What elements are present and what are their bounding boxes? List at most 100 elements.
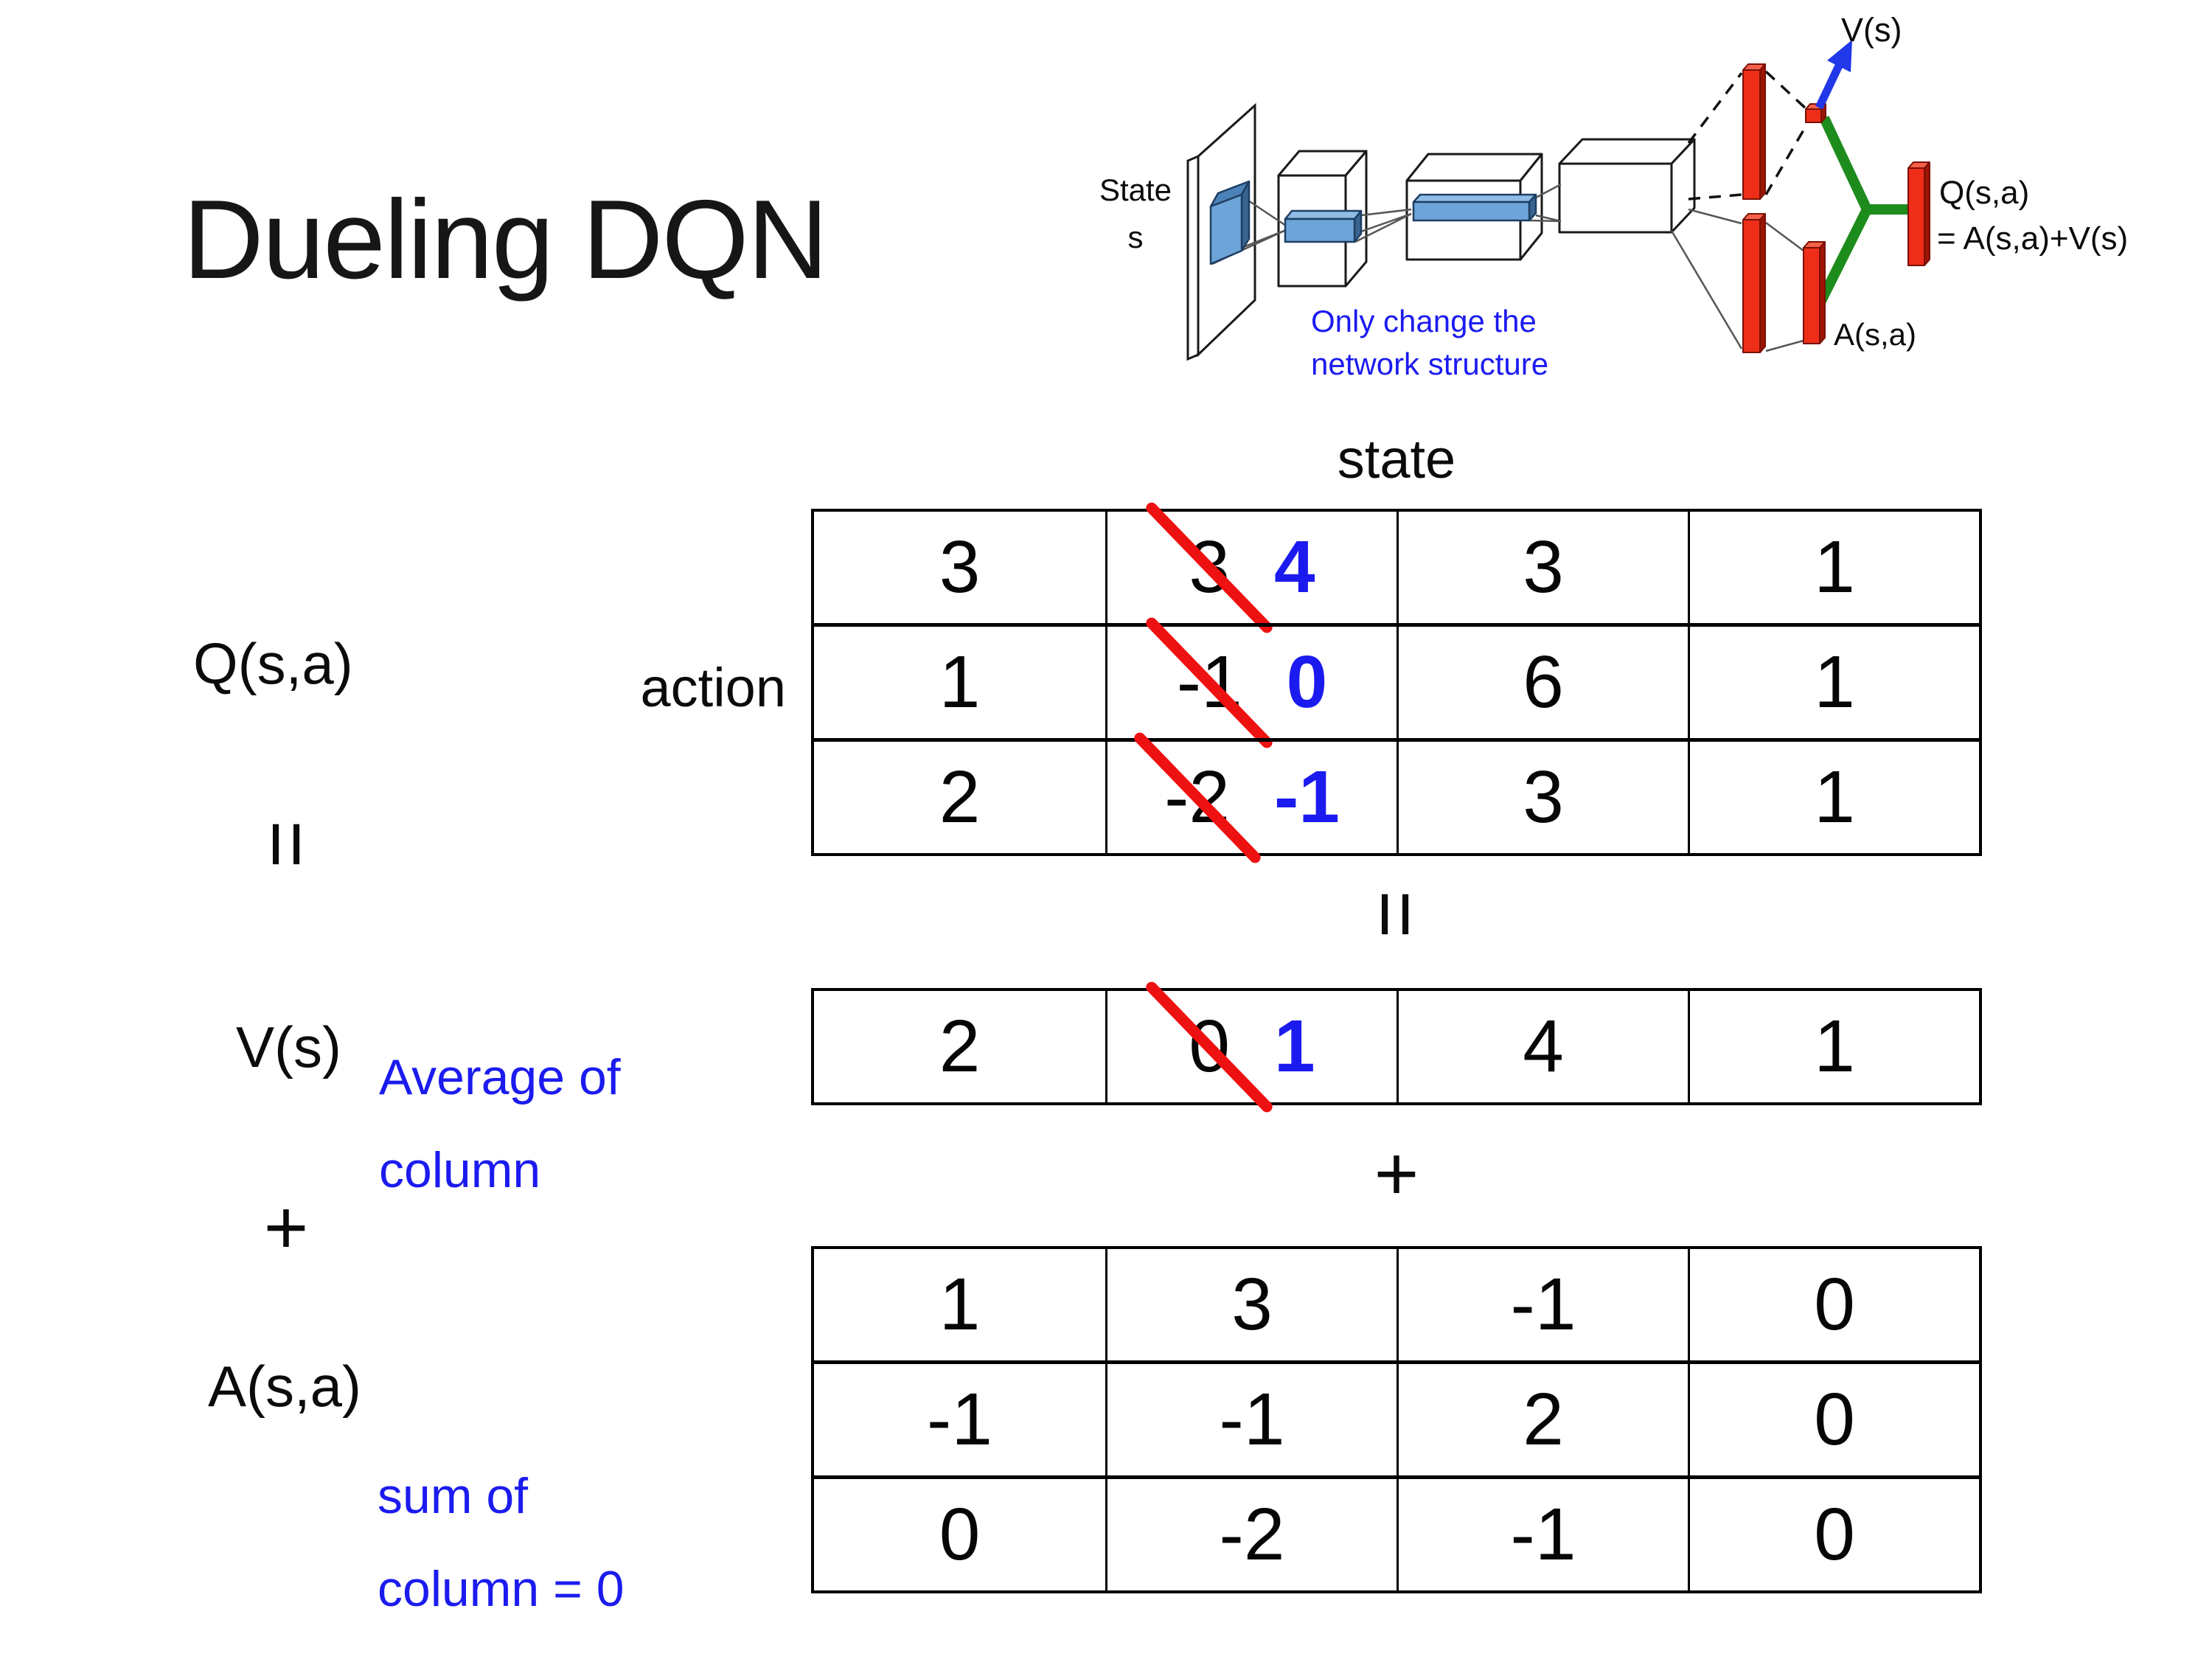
v-table: 2 0 1 4 1 <box>811 978 1982 1115</box>
new-value: 1 <box>1274 1005 1315 1088</box>
state-header: state <box>1337 428 1456 490</box>
cell-value: -1 <box>927 1378 992 1461</box>
cell-value: 0 <box>1814 1493 1855 1576</box>
diagram-state-label: State <box>1099 173 1172 207</box>
table-cell: 4 <box>1397 991 1688 1102</box>
cell-value: 1 <box>1814 526 1855 608</box>
average-note-line2: column <box>379 1142 541 1198</box>
table-cell: 0 <box>1688 1360 1979 1475</box>
average-note-line1: Average of <box>379 1049 621 1105</box>
table-cell: -1 <box>1397 1475 1688 1590</box>
table-cell: 0 <box>814 1475 1105 1590</box>
dueling-network-diagram: State s V(s) Q(s,a) = A(s,a)+V(s) A(s,a)… <box>1099 11 2128 381</box>
fc-layer-bottom <box>1742 213 1766 353</box>
cell-value: 1 <box>939 1263 981 1346</box>
equals-sign-left: = <box>241 820 334 869</box>
table-cell: 3 <box>1397 738 1688 853</box>
equals-sign-center: = <box>1350 890 1443 939</box>
table-cell: 0 <box>1688 1249 1979 1360</box>
table-cell: 1 <box>1688 623 1979 738</box>
cell-value: 0 <box>1814 1378 1855 1461</box>
table-cell: 1 <box>814 623 1105 738</box>
cell-value: 3 <box>939 526 981 608</box>
crossed-out-value: -1 <box>1144 614 1275 751</box>
crossed-out-value: 0 <box>1144 978 1275 1115</box>
plus-sign-center: + <box>1374 1131 1419 1217</box>
table-cell: 1 <box>1688 512 1979 623</box>
table-cell: 0 <box>1688 1475 1979 1590</box>
table-cell: 1 <box>1688 991 1979 1102</box>
cell-value: -1 <box>1510 1493 1576 1576</box>
table-cell: 6 <box>1397 623 1688 738</box>
sum-note: sum of column = 0 <box>378 1450 625 1635</box>
cell-value: -1 <box>1219 1378 1285 1461</box>
q-output-bar <box>1907 161 1930 266</box>
cell-value: 3 <box>1523 526 1564 608</box>
table-cell-corrected: 0 1 <box>1105 978 1397 1115</box>
table-cell: -1 <box>814 1360 1105 1475</box>
cell-value: 1 <box>1814 1005 1855 1088</box>
table-cell: 2 <box>814 738 1105 853</box>
feature-patch <box>1209 180 1251 265</box>
cell-value: 0 <box>939 1493 981 1576</box>
sum-note-line1: sum of <box>378 1468 529 1524</box>
table-cell: 3 <box>1397 512 1688 623</box>
crossed-out-value: 3 <box>1144 499 1275 636</box>
strike-line <box>1144 614 1275 751</box>
diagram-q-label-line2: = A(s,a)+V(s) <box>1937 220 2128 257</box>
cell-value: 3 <box>1523 756 1564 838</box>
feature-slab-1 <box>1284 209 1363 243</box>
strike-line <box>1144 499 1275 636</box>
table-cell: -2 <box>1105 1475 1397 1590</box>
a-table: 1 3 -1 0 -1 -1 2 0 0 -2 -1 0 <box>811 1246 1982 1593</box>
q-function-label: Q(s,a) <box>193 631 353 696</box>
cell-value: -2 <box>1219 1493 1285 1576</box>
table-cell: 1 <box>814 1249 1105 1360</box>
strike-line <box>1144 978 1275 1115</box>
new-value: 0 <box>1286 641 1328 723</box>
diagram-state-s: s <box>1128 220 1144 254</box>
fc-layer-top <box>1742 63 1766 200</box>
aggregation-lines <box>1812 116 1913 311</box>
v-function-label: V(s) <box>236 1015 341 1079</box>
diagram-q-label-line1: Q(s,a) <box>1939 175 2029 211</box>
cell-value: -1 <box>1510 1263 1576 1346</box>
cell-value: 2 <box>1523 1378 1564 1461</box>
fc-box <box>1558 138 1696 234</box>
table-cell: 2 <box>1397 1360 1688 1475</box>
a-function-label: A(s,a) <box>208 1354 362 1419</box>
table-cell-corrected: -1 0 <box>1105 614 1397 751</box>
cell-value: 4 <box>1523 1005 1564 1088</box>
diagram-v-label: V(s) <box>1841 11 1902 49</box>
table-cell: 2 <box>814 991 1105 1102</box>
diagram-a-label: A(s,a) <box>1834 317 1916 352</box>
diagram-note-line2: network structure <box>1311 347 1548 381</box>
strike-line <box>1131 729 1263 866</box>
plus-sign-left: + <box>263 1185 309 1270</box>
cell-value: 1 <box>1814 641 1855 723</box>
table-cell-corrected: -2 -1 <box>1105 729 1397 866</box>
table-cell-corrected: 3 4 <box>1105 499 1397 636</box>
sum-note-line2: column = 0 <box>378 1561 625 1617</box>
new-value: 4 <box>1274 526 1315 608</box>
action-header: action <box>640 657 786 718</box>
cell-value: 0 <box>1814 1263 1855 1346</box>
dashed-lines <box>1687 70 1809 201</box>
cell-value: 1 <box>939 641 981 723</box>
page-title: Dueling DQN <box>183 177 828 302</box>
q-table: 3 3 4 3 1 1 -1 0 6 1 2 -2 -1 3 1 <box>811 499 1982 866</box>
table-cell: -1 <box>1397 1249 1688 1360</box>
cell-value: 2 <box>939 1005 981 1088</box>
average-note: Average of column <box>379 1031 621 1217</box>
cell-value: 6 <box>1523 641 1564 723</box>
cell-value: 2 <box>939 756 981 838</box>
cell-value: 3 <box>1231 1263 1273 1346</box>
table-cell: 1 <box>1688 738 1979 853</box>
advantage-bar <box>1803 241 1826 344</box>
table-cell: -1 <box>1105 1360 1397 1475</box>
value-arrow-icon <box>1815 40 1852 110</box>
cell-value: 1 <box>1814 756 1855 838</box>
crossed-out-value: -2 <box>1131 729 1263 866</box>
table-cell: 3 <box>814 512 1105 623</box>
